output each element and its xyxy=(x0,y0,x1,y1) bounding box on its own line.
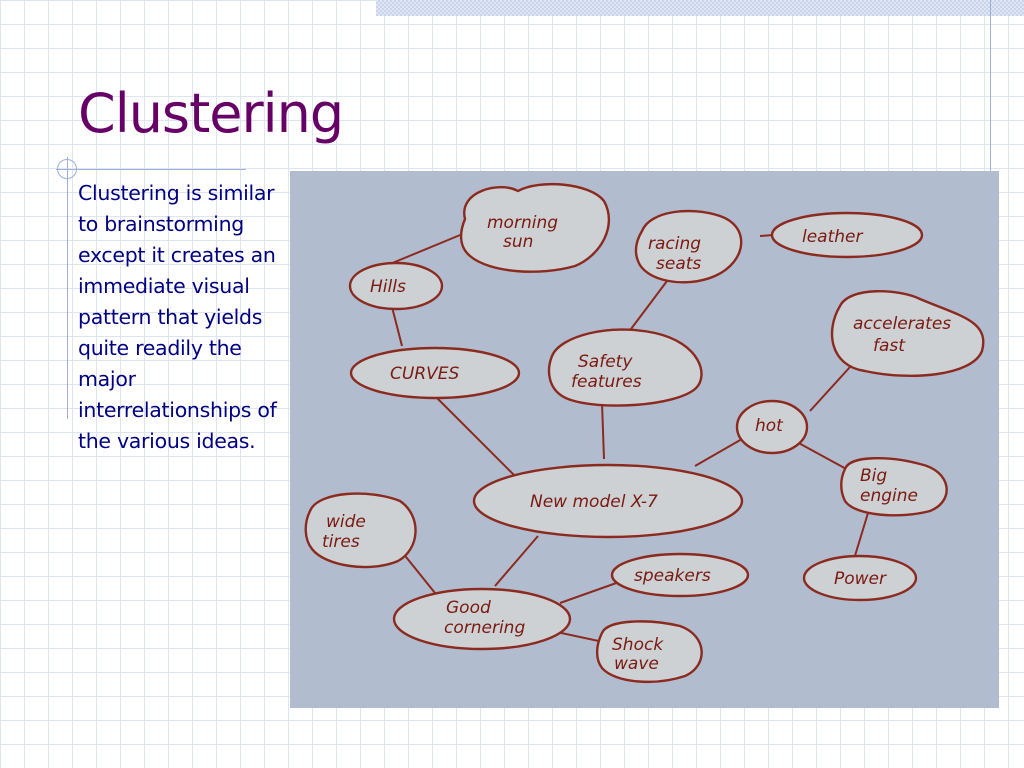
node-hot: hot xyxy=(735,399,809,455)
node-shock-wave: Shock wave xyxy=(595,620,703,684)
svg-text:sun: sun xyxy=(503,232,533,252)
cluster-map-diagram: morning sun Hills racing seats leather C… xyxy=(304,182,985,684)
svg-text:Power: Power xyxy=(834,569,887,589)
node-big-engine: Big engine xyxy=(840,457,948,517)
right-decorative-rule xyxy=(990,0,991,200)
svg-text:racing: racing xyxy=(648,234,701,254)
node-good-cornering: Good cornering xyxy=(392,587,572,651)
svg-text:wide: wide xyxy=(326,512,366,532)
node-racing-seats: racing seats xyxy=(634,209,743,284)
node-accelerates-fast: accelerates fast xyxy=(830,290,985,378)
svg-text:leather: leather xyxy=(802,227,863,247)
svg-text:engine: engine xyxy=(860,486,918,506)
cluster-map-image: morning sun Hills racing seats leather C… xyxy=(290,171,999,708)
node-morning-sun: morning sun xyxy=(459,182,610,273)
node-power: Power xyxy=(802,554,918,602)
svg-text:hot: hot xyxy=(755,416,784,436)
svg-text:Big: Big xyxy=(860,466,887,486)
svg-text:wave: wave xyxy=(614,654,659,674)
svg-text:morning: morning xyxy=(487,213,558,233)
node-new-model-x7: New model X-7 xyxy=(472,463,744,539)
svg-text:New model X-7: New model X-7 xyxy=(530,492,658,512)
bullet-vertical-rule xyxy=(67,157,68,419)
svg-text:seats: seats xyxy=(656,254,701,274)
node-safety-features: Safety features xyxy=(547,328,703,407)
svg-text:fast: fast xyxy=(873,336,906,356)
svg-text:Shock: Shock xyxy=(612,635,664,655)
svg-text:cornering: cornering xyxy=(444,618,525,638)
svg-text:Safety: Safety xyxy=(578,352,633,372)
node-wide-tires: wide tires xyxy=(304,492,417,569)
svg-text:Good: Good xyxy=(446,598,491,618)
svg-text:CURVES: CURVES xyxy=(390,364,459,384)
node-leather: leather xyxy=(770,211,924,259)
top-decorative-band xyxy=(376,0,1024,16)
slide-body-text: Clustering is similar to brainstorming e… xyxy=(78,181,277,453)
node-curves: CURVES xyxy=(349,346,521,400)
node-hills: Hills xyxy=(348,261,444,311)
slide-title: Clustering xyxy=(78,82,344,145)
svg-text:Hills: Hills xyxy=(370,277,406,297)
node-speakers: speakers xyxy=(610,552,750,598)
svg-text:features: features xyxy=(571,372,642,392)
svg-text:accelerates: accelerates xyxy=(853,314,951,334)
title-underline-rule xyxy=(56,169,246,170)
decorative-circle-icon xyxy=(57,159,77,179)
svg-text:speakers: speakers xyxy=(634,566,711,586)
svg-text:tires: tires xyxy=(322,532,360,552)
